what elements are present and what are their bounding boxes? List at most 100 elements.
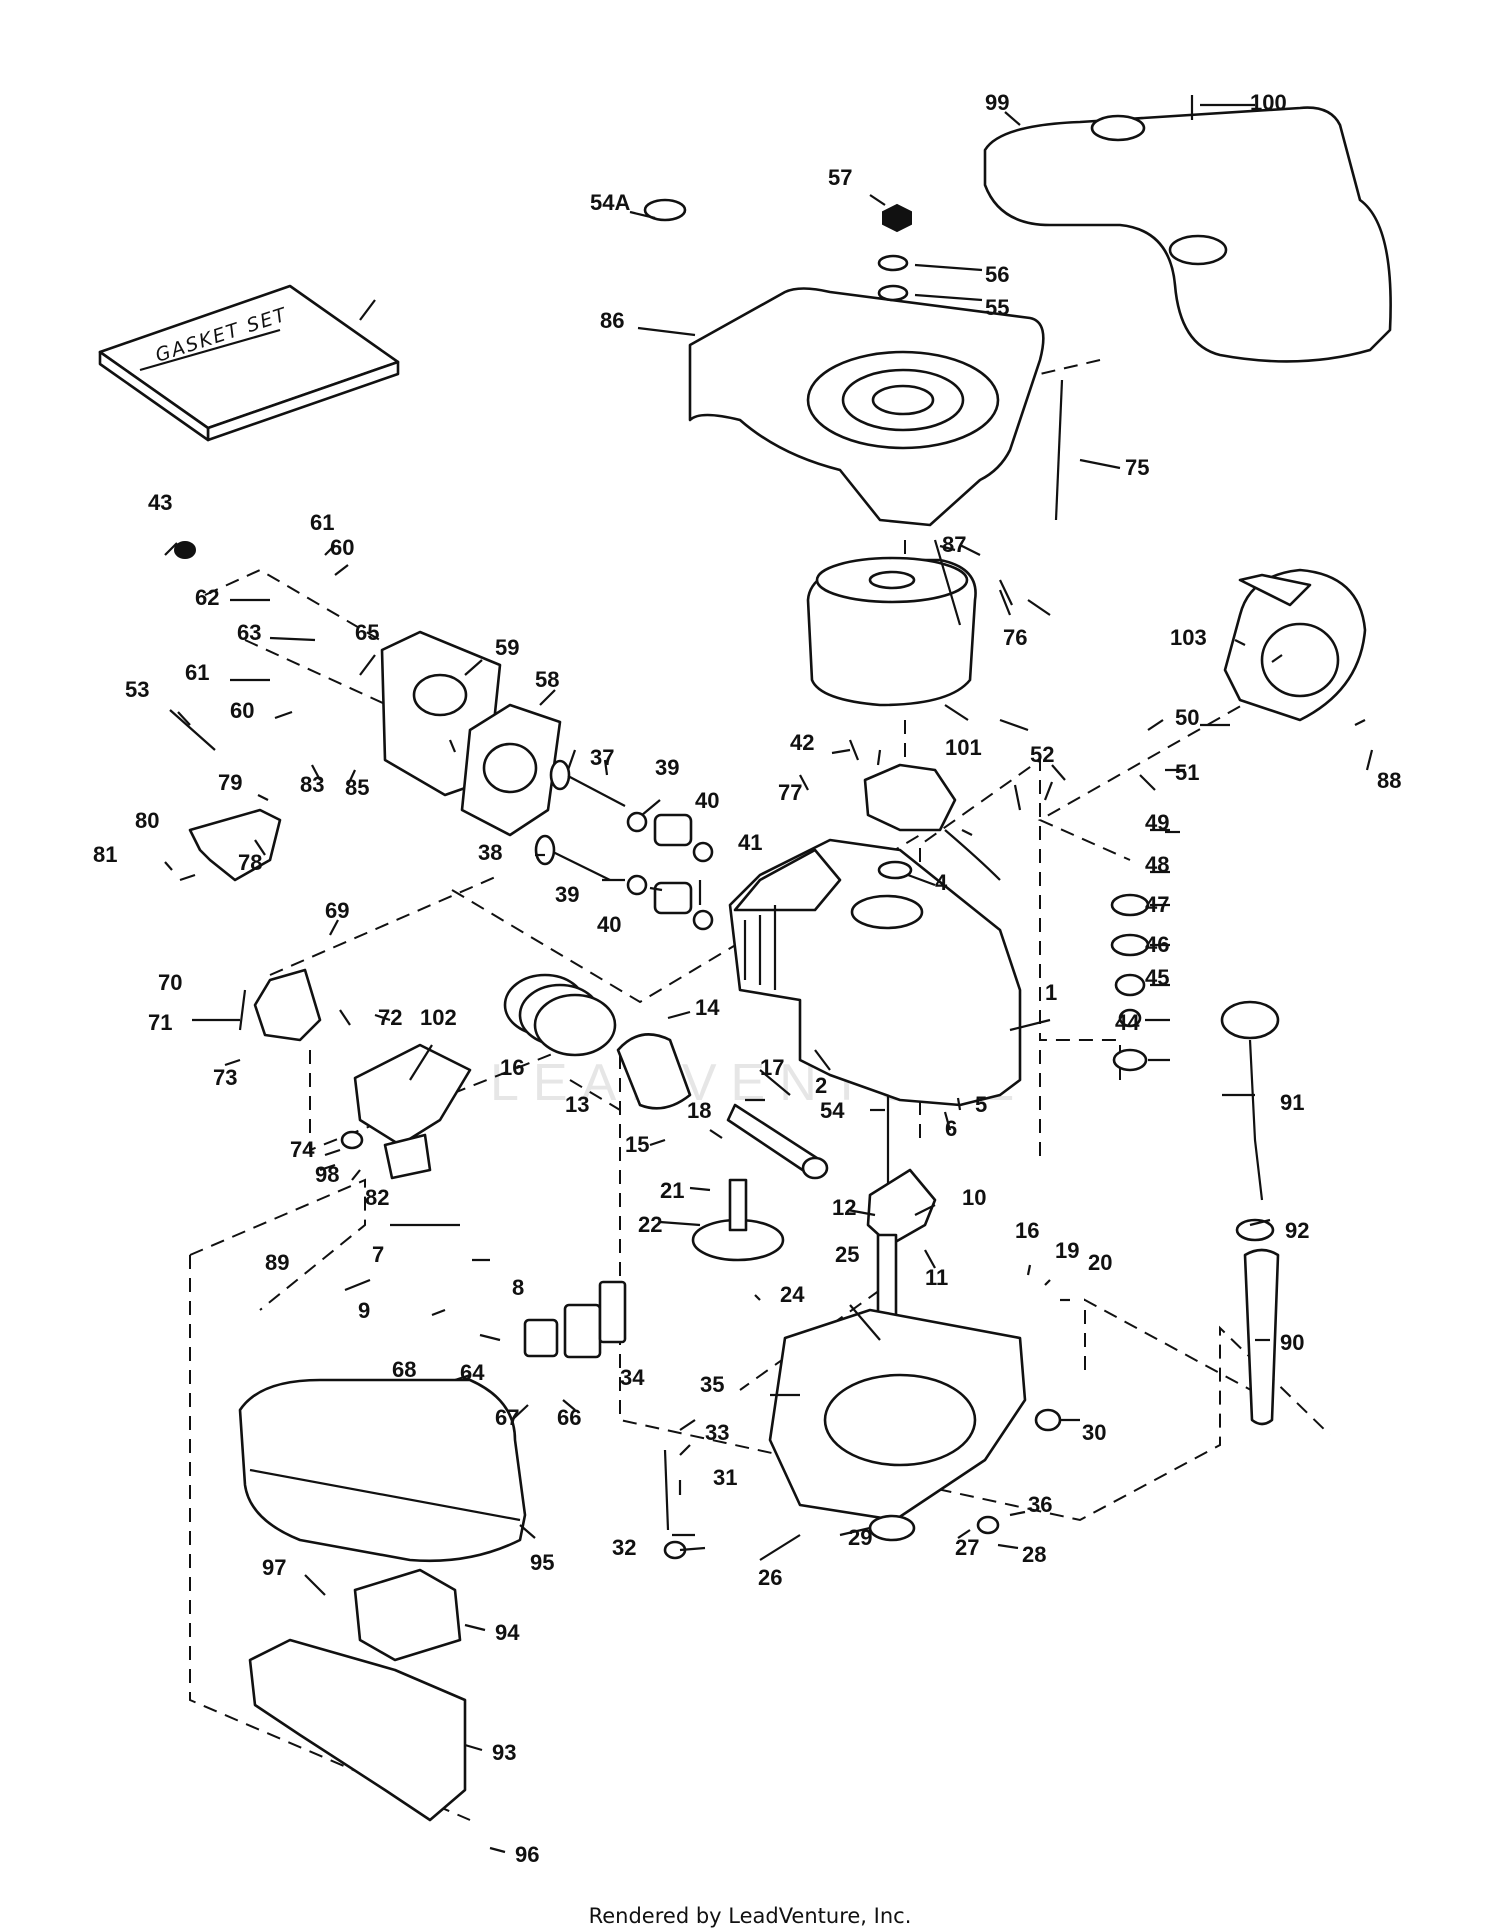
callout-label: 21 [660, 1178, 684, 1203]
callout-label: 101 [945, 735, 982, 760]
callout-label: 93 [492, 1740, 516, 1765]
callout-label: 18 [687, 1098, 711, 1123]
part-cylinder-block [728, 838, 1022, 1107]
callout-label: 15 [625, 1132, 649, 1157]
callout-label: 91 [1280, 1090, 1304, 1115]
callout-label: 64 [460, 1360, 485, 1385]
callout-label: 50 [1175, 705, 1199, 730]
callout-label: 89 [265, 1250, 289, 1275]
part-head-gasket [460, 703, 562, 837]
callout-label: 61 [185, 660, 209, 685]
part-dipstick-tube [1243, 1248, 1280, 1426]
callout-label: 83 [300, 772, 324, 797]
callout-label: 6 [945, 1116, 957, 1141]
callout-label: 43 [148, 490, 172, 515]
callout-label: 81 [93, 842, 117, 867]
callout-label: 54A [590, 190, 630, 215]
callout-label: 54 [820, 1098, 845, 1123]
callout-label: 16 [1015, 1218, 1039, 1243]
callout-label: 98 [315, 1162, 339, 1187]
callout-label: 59 [495, 635, 519, 660]
callout-label: 68 [392, 1357, 416, 1382]
part-throttle-bracket [188, 808, 282, 882]
callout-label: 66 [557, 1405, 581, 1430]
part-hardware [169, 95, 1275, 1560]
callout-label: 90 [1280, 1330, 1304, 1355]
callout-label: 56 [985, 262, 1009, 287]
callout-label: 44 [1115, 1010, 1140, 1035]
callout-label: 40 [597, 912, 621, 937]
callout-label: 25 [835, 1242, 859, 1267]
callout-label: 73 [213, 1065, 237, 1090]
callout-label: 19 [1055, 1238, 1079, 1263]
callout-label: 92 [1285, 1218, 1309, 1243]
callout-label: 82 [365, 1185, 389, 1210]
callout-label: 75 [1125, 455, 1149, 480]
part-blower-housing [688, 287, 1045, 527]
callout-label: 28 [1022, 1542, 1046, 1567]
part-air-filter-element [353, 1568, 462, 1662]
callout-label: 13 [565, 1092, 589, 1117]
callout-label: 22 [638, 1212, 662, 1237]
callout-label: 55 [985, 295, 1009, 320]
callout-label: 80 [135, 808, 159, 833]
callout-label: 72 [378, 1005, 402, 1030]
callout-label: 42 [790, 730, 814, 755]
callout-label: 29 [848, 1525, 872, 1550]
callout-label: 5 [975, 1092, 987, 1117]
callout-label: 102 [420, 1005, 457, 1030]
callout-label: 57 [828, 165, 852, 190]
callout-label: 34 [620, 1365, 645, 1390]
footer-credit: Rendered by LeadVenture, Inc. [588, 1904, 912, 1928]
callout-label: 11 [925, 1265, 948, 1290]
callout-label: 16 [500, 1055, 524, 1080]
part-valve-springs [626, 811, 714, 931]
callout-label: 69 [325, 898, 349, 923]
callout-label: 95 [530, 1550, 554, 1575]
callout-label: 74 [290, 1137, 315, 1162]
callout-label: 26 [758, 1565, 782, 1590]
callout-label: 62 [195, 585, 219, 610]
callout-label: 35 [700, 1372, 724, 1397]
callout-label: 20 [1088, 1250, 1112, 1275]
callout-label: 10 [962, 1185, 986, 1210]
part-flywheel [806, 556, 977, 707]
part-valves [534, 759, 626, 881]
part-piston [616, 1033, 692, 1110]
callout-label: 39 [655, 755, 679, 780]
callout-leaders [164, 103, 1374, 1854]
callout-label: 27 [955, 1535, 979, 1560]
callout-label: 85 [345, 775, 369, 800]
part-connecting-rod [726, 1103, 829, 1180]
part-sump [768, 1308, 1027, 1522]
part-air-cleaner-base [248, 1638, 467, 1822]
callout-label: 14 [695, 995, 720, 1020]
part-air-cleaner-cover [238, 1378, 527, 1563]
callout-label: 94 [495, 1620, 520, 1645]
callout-label: 52 [1030, 742, 1054, 767]
part-crankshaft [866, 1095, 937, 1342]
callout-label: 45 [1145, 965, 1169, 990]
callout-labels: 1 2 4 5 6 7 8 9 10 11 12 13 14 15 16 17 … [93, 90, 1401, 1867]
callout-label: 48 [1145, 852, 1169, 877]
callout-label: 78 [238, 850, 262, 875]
callout-label: 32 [612, 1535, 636, 1560]
callout-label: 71 [148, 1010, 172, 1035]
callout-label: 47 [1145, 892, 1169, 917]
callout-label: 36 [1028, 1492, 1052, 1517]
part-carburetor [353, 1043, 472, 1180]
part-cam-gear [691, 1178, 785, 1262]
callout-label: 58 [535, 667, 559, 692]
callout-label: 12 [832, 1195, 856, 1220]
callout-label: 76 [1003, 625, 1027, 650]
callout-label: 8 [512, 1275, 524, 1300]
callout-label: 7 [372, 1242, 384, 1267]
callout-label: 1 [1045, 980, 1057, 1005]
callout-label: 2 [815, 1073, 827, 1098]
part-ignition-module [863, 763, 1001, 881]
callout-label: 31 [713, 1465, 737, 1490]
callout-label: 9 [358, 1298, 370, 1323]
callout-label: 100 [1250, 90, 1287, 115]
